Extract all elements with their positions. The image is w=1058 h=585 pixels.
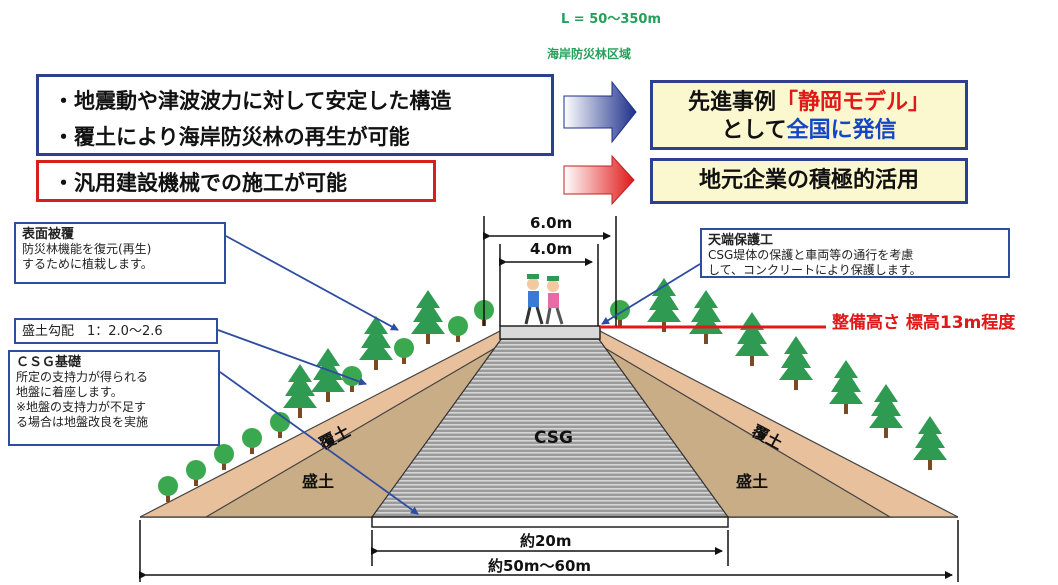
csg-foundation-body-3: ※地盤の支持力が不足す xyxy=(16,400,147,414)
result-model-line2-highlight: 全国に発信 xyxy=(786,118,897,143)
dim-top-inner: 4.0m xyxy=(530,240,573,258)
base-slab xyxy=(371,516,729,528)
csg-foundation-body-1: 所定の支持力が得られる xyxy=(16,370,149,384)
callout-csg-foundation: ＣＳＧ基礎 所定の支持力が得られる 地盤に着座します。 ※地盤の支持力が不足す … xyxy=(8,350,220,446)
feature-forest-regen: ・覆土により海岸防災林の再生が可能 xyxy=(53,125,410,149)
result-local-business: 地元企業の積極的活用 xyxy=(698,168,919,193)
callout-leaders xyxy=(217,235,701,515)
dim-base-total: 約50m～60m xyxy=(488,557,592,575)
result-arrow-2 xyxy=(563,154,635,206)
csg-foundation-title: ＣＳＧ基礎 xyxy=(16,355,82,370)
result-model-name: 「静岡モデル」 xyxy=(776,90,931,115)
surface-cover-body-1: 防災林機能を復元(再生) xyxy=(22,242,152,256)
crown-protection-title: 天端保護工 xyxy=(708,233,774,248)
feature-construction-box: ・汎用建設機械での施工が可能 xyxy=(36,160,436,202)
fill-right-label: 盛土 xyxy=(736,472,769,491)
csg-foundation-body-4: る場合は地盤改良を実施 xyxy=(16,415,149,429)
result-model-line2-prefix: として xyxy=(721,118,787,143)
features-box: ・地震動や津波波力に対して安定した構造 ・覆土により海岸防災林の再生が可能 xyxy=(36,74,554,156)
crown-protection-body-2: して、コンクリートにより保護します。 xyxy=(708,263,922,277)
callout-slope: 盛土勾配 1：2.0～2.6 xyxy=(14,318,218,344)
height-label: 整備高さ 標高13m程度 xyxy=(832,313,1016,333)
csg-core-label: CSG xyxy=(534,428,573,448)
result-model-prefix: 先進事例 xyxy=(687,90,776,115)
dim-top-outer: 6.0m xyxy=(530,214,573,232)
csg-foundation-body-2: 地盤に着座します。 xyxy=(16,385,123,399)
forest-area-label: 海岸防災林区域 xyxy=(547,47,632,61)
surface-cover-title: 表面被覆 xyxy=(22,227,75,242)
surface-cover-body-2: するために植栽します。 xyxy=(22,257,153,271)
dim-base-core: 約20m xyxy=(520,532,572,550)
result-local-box: 地元企業の積極的活用 xyxy=(650,158,968,204)
crown-protection xyxy=(499,325,601,340)
result-arrow-1 xyxy=(563,80,637,144)
callout-crown-protection: 天端保護工 CSG堤体の保護と車両等の通行を考慮 して、コンクリートにより保護し… xyxy=(700,228,1010,278)
people-icon xyxy=(524,274,564,325)
feature-stability: ・地震動や津波波力に対して安定した構造 xyxy=(53,89,452,113)
length-label: L = 50～350m xyxy=(561,12,662,27)
result-model-box: 先進事例「静岡モデル」 として全国に発信 xyxy=(650,80,968,150)
feature-construction: ・汎用建設機械での施工が可能 xyxy=(53,171,347,195)
top-dimensions xyxy=(483,216,617,326)
slope-ratio: 盛土勾配 1：2.0～2.6 xyxy=(22,324,163,339)
crown-protection-body-1: CSG堤体の保護と車両等の通行を考慮 xyxy=(708,248,914,262)
callout-surface-cover: 表面被覆 防災林機能を復元(再生) するために植栽します。 xyxy=(14,222,226,284)
base-dimensions xyxy=(139,520,959,582)
fill-left-label: 盛土 xyxy=(302,472,335,491)
